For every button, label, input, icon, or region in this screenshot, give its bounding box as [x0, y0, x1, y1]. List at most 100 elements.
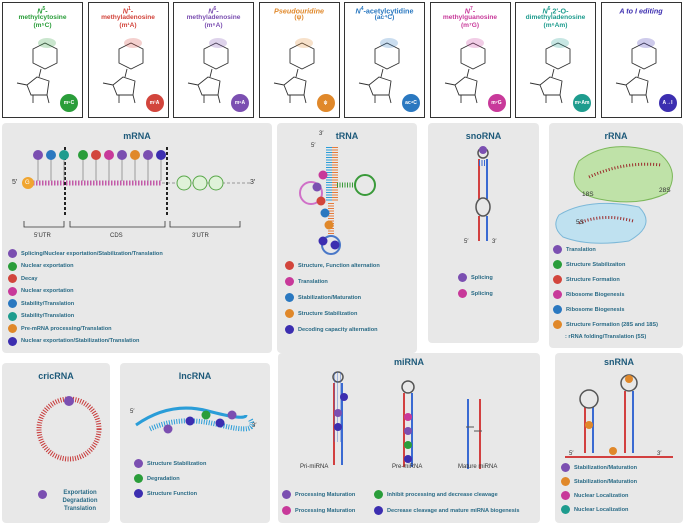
snorna-five-prime: 5′: [464, 239, 469, 245]
mirna-panel: miRNA Pri-miRNA Pre-miRNA Mature miRNA P…: [278, 353, 540, 523]
lncrna-legend-item: Structure Stabilization: [134, 459, 206, 468]
mirna-legend-item: Decrease cleavage and mature miRNA bioge…: [374, 506, 520, 515]
modification-badge-icon: [553, 260, 562, 269]
trna-legend-item: Stabilization/Maturation: [285, 293, 361, 302]
modification-badge-icon: [8, 274, 17, 283]
trna-modification-marker: [318, 236, 328, 246]
cricrna-functions: Exportation Degradation Translation: [50, 489, 110, 513]
mrna-legend-item: Pre-mRNA processing/Translation: [8, 324, 112, 333]
legend-text: Nuclear Localization: [574, 506, 629, 513]
modification-badge-icon: [553, 290, 562, 299]
mrna-modification-marker: [130, 150, 140, 160]
trna-modification-marker: [320, 208, 330, 218]
modification-badge-icon: [374, 506, 383, 515]
legend-text: Stability/Translation: [21, 313, 75, 319]
nucleoside-structure: [529, 38, 571, 104]
modification-badge: m⁶Am: [573, 94, 591, 112]
rrna-label-5s: 5S: [576, 219, 584, 226]
mrna-modification-marker: [143, 150, 153, 160]
legend-text: Stabilization/Maturation: [574, 464, 638, 471]
modification-badge-icon: [374, 490, 383, 499]
modification-badge-icon: [8, 261, 17, 271]
rrna-legend-item: Structure Formation: [553, 275, 620, 284]
legend-text: Decoding capacity alternation: [298, 326, 378, 333]
mod-name-line3: (m⁶Am): [543, 22, 568, 29]
legend-text: Structure Function: [147, 490, 198, 497]
cricrna-m6a-icon: [38, 490, 47, 499]
modification-badge-icon: [285, 293, 294, 302]
legend-text: Translation: [298, 278, 328, 285]
modification-badge-icon: [458, 273, 467, 282]
modification-badge-icon: [282, 490, 291, 499]
modification-card: N4-acetylcytidine(ac⁴C)ac⁴C: [344, 2, 425, 118]
lncrna-title: lncRNA: [178, 371, 212, 381]
modification-badge-icon: [458, 289, 467, 298]
snorna-diagram: [475, 146, 491, 241]
snrna-legend-item: Stabilization/Maturation: [561, 463, 637, 472]
modification-badge: A→I: [658, 94, 677, 112]
mirna-legend-item: Inhibit processing and decrease cleavage: [374, 490, 498, 499]
trna-diagram: [299, 147, 376, 255]
modification-badge: m⁶A: [231, 94, 249, 112]
mrna-cap-label: G: [25, 180, 30, 186]
mrna-legend-item: Stability/Translation: [8, 311, 75, 321]
nucleoside-structure: [16, 38, 58, 104]
trna-modification-marker: [324, 220, 334, 230]
legend-text: Structure, Function alternation: [298, 262, 380, 269]
mrna-region-cds: CDS: [110, 233, 123, 239]
modification-card: N7-methylguanosine(m⁷G)m⁷G: [429, 2, 511, 118]
mrna-five-prime: 5′: [12, 179, 18, 186]
legend-text: Inhibit processing and decrease cleavage: [387, 491, 498, 498]
modification-card: N5-methylcytosine(m⁵C)m⁵C: [2, 2, 83, 118]
mrna-legend-item: Nuclear exportation/Stabilization/Transl…: [8, 336, 140, 346]
mod-name-line1: N4-acetylcytidine: [355, 6, 414, 16]
legend-text: Nuclear exportation: [21, 288, 74, 294]
mirna-label-mature: Mature miRNA: [458, 464, 498, 470]
nucleoside-structure: [444, 38, 485, 104]
mirna-title: miRNA: [393, 357, 424, 367]
snorna-legend-item: Splicing: [458, 289, 493, 298]
modification-badge-icon: [8, 299, 17, 308]
mod-name-line3: (m¹A): [119, 22, 137, 29]
rrna-legend-item: Ribosome Biogenesis: [553, 305, 624, 314]
mod-name-line1: N7-: [464, 6, 476, 16]
cricrna-fn-2: Degradation: [62, 498, 98, 504]
trna-legend-item: Translation: [285, 277, 328, 286]
rrna-label-28s: 28S: [659, 187, 671, 194]
mrna-title: mRNA: [123, 131, 151, 141]
modification-badge-icon: [8, 324, 17, 333]
modification-badge-icon: [134, 489, 143, 498]
lncrna-three-prime: 3′: [252, 423, 257, 429]
legend-text: Nuclear exportation/Stabilization/Transl…: [21, 338, 140, 344]
rrna-diagram: [555, 146, 673, 244]
modification-badge-icon: [8, 286, 17, 296]
modification-badge-icon: [285, 277, 294, 286]
modification-badge-icon: [553, 305, 562, 314]
snorna-three-prime: 3′: [492, 239, 497, 245]
modification-badge: m¹A: [145, 94, 164, 112]
trna-modification-marker: [312, 182, 322, 192]
legend-text: Ribosome Biogenesis: [566, 291, 625, 298]
legend-text: Stabilization/Maturation: [298, 294, 362, 301]
legend-text: Stabilization/Maturation: [574, 478, 638, 485]
rrna-legend-item: Structure Formation (28S and 18S): [553, 320, 658, 329]
mod-name-line3: (m⁶A): [204, 22, 223, 29]
modification-badge-icon: [561, 491, 570, 500]
modification-badge-icon: [134, 459, 143, 468]
modification-badge-icon: [8, 336, 17, 346]
snrna-legend-item: Nuclear Localization: [561, 505, 628, 514]
modification-badge-icon: [134, 474, 143, 483]
modification-badge-icon: [285, 325, 294, 334]
modification-badge-icon: [553, 320, 562, 329]
snorna-legend-item: Splicing: [458, 273, 493, 282]
mrna-legend-item: Nuclear exportation: [8, 261, 74, 271]
lncrna-five-prime: 5′: [130, 409, 135, 415]
legend-text: Degradation: [147, 475, 180, 482]
modification-badge-icon: [553, 275, 562, 284]
nucleoside-structure: [102, 38, 143, 104]
nucleoside-structure: [187, 38, 229, 104]
legend-text: Splicing/Nuclear exportation/Stabilizati…: [21, 250, 163, 257]
legend-text: Structure Formation: [566, 276, 620, 283]
legend-text: Decay: [21, 275, 38, 282]
mrna-panel: mRNA 5′ G 3′ 5′UTR CDS 3′UTR Splicing/Nu…: [2, 123, 272, 353]
